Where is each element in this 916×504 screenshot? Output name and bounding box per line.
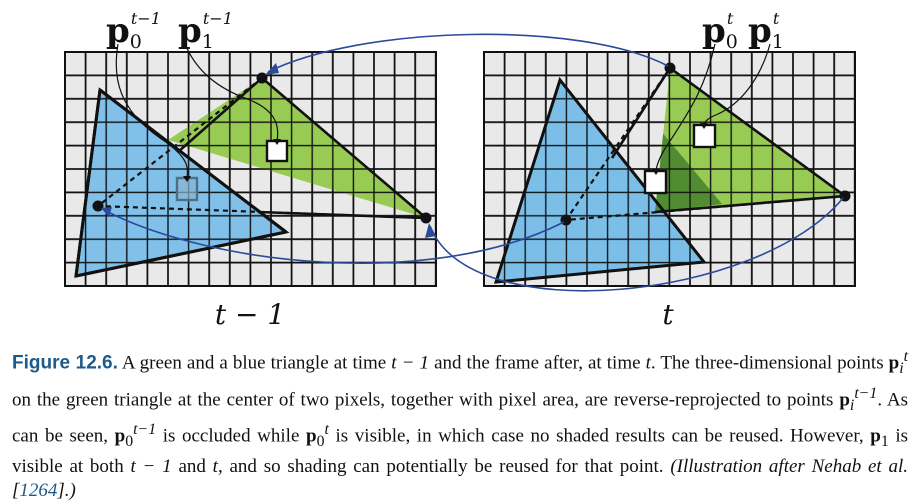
leader-p1-curr xyxy=(703,43,771,126)
grid-overlay-right-rect xyxy=(484,52,855,286)
label-p0-prev: p0 t−1 xyxy=(106,9,161,53)
pixel-area-p0-curr xyxy=(643,169,668,195)
caption-text-6: is occluded while xyxy=(162,425,300,447)
label-p1-curr-base: p xyxy=(748,11,772,51)
reprojection-arrows xyxy=(103,33,844,292)
pixel-area-p1-curr xyxy=(692,123,717,149)
leader-arrowheads xyxy=(183,123,708,182)
leader-p1-prev xyxy=(184,43,279,142)
caption-figure-label: Figure 12.6. xyxy=(12,352,118,374)
caption-text-8: is visible at both xyxy=(12,425,909,477)
caption-sup-t: t xyxy=(903,348,909,365)
arrow-top-vertices xyxy=(267,33,669,73)
label-p1-prev: p1 t−1 xyxy=(178,9,233,53)
arrow-heads xyxy=(101,63,436,238)
caption-math-9: t xyxy=(212,455,218,477)
caption-text-9: and xyxy=(178,455,206,477)
label-p0-curr-sup: t xyxy=(727,9,734,28)
leader-p0-prev xyxy=(115,43,189,179)
blue-triangle-right-edges xyxy=(493,76,707,284)
caption-text-1: A green and a blue triangle at time xyxy=(121,352,387,374)
arrow-left-vertices xyxy=(103,209,565,264)
caption-text-3: . The three-dimensional points xyxy=(650,352,884,374)
reprojection-figure: p0t−1 p1t−1 p0t p1t t − 1 t xyxy=(64,9,856,331)
vertex-left-right xyxy=(420,212,432,224)
frame-right xyxy=(483,51,856,287)
arrowhead-right xyxy=(425,223,436,238)
leader-p0-curr xyxy=(655,43,716,172)
label-p1-curr-sub: 1 xyxy=(772,31,784,53)
label-p0-curr: p0 t xyxy=(702,9,738,53)
vertex-left-top xyxy=(256,72,268,84)
label-p1-prev-sup: t−1 xyxy=(203,9,233,28)
blue-triangle-edge-bottom xyxy=(75,230,287,278)
caption-text-7: is visible, in which case no shaded resu… xyxy=(335,425,864,447)
grid-overlay-left-rect xyxy=(65,52,436,286)
caption-math-2: t xyxy=(645,352,651,374)
frame-left xyxy=(64,51,437,287)
caption-text-10: , and so shading can potentially be reus… xyxy=(217,455,664,477)
label-p0-prev-sup: t−1 xyxy=(131,9,161,28)
caption-p0-t: p xyxy=(306,425,317,447)
blue-triangle-edge-left xyxy=(74,89,102,277)
caption-sub-i: i xyxy=(899,360,904,378)
label-p1-prev-base: p xyxy=(178,11,202,51)
caption-p0-tm1: p xyxy=(114,425,126,447)
caption-p-i-t: p xyxy=(888,352,900,374)
label-p0-curr-sub: 0 xyxy=(726,31,738,53)
vertex-left-left xyxy=(92,200,104,212)
arrow-right-vertices xyxy=(429,197,844,292)
arrowhead-top xyxy=(265,63,279,75)
caption-text-4: on the green triangle at the center of t… xyxy=(12,388,834,410)
caption-math-8: t − 1 xyxy=(130,455,172,477)
figure-caption: Figure 12.6. A green and a blue triangle… xyxy=(12,348,909,502)
label-p0-curr-base: p xyxy=(702,11,726,51)
green-triangle-right-edges xyxy=(610,66,849,214)
caption-p1: p xyxy=(870,425,881,447)
caption-text-5: . As can be seen, xyxy=(12,388,908,447)
label-leaders xyxy=(115,43,771,179)
vertex-right-left xyxy=(560,214,572,226)
vertex-right-top xyxy=(664,62,676,74)
label-p0-prev-base: p xyxy=(106,11,130,51)
frame-label-right: t xyxy=(662,298,674,331)
caption-math-1: t − 1 xyxy=(391,352,429,374)
caption-text-2: and the frame after, at time xyxy=(434,352,641,374)
frame-label-left: t − 1 xyxy=(215,298,285,331)
label-p1-prev-sub: 1 xyxy=(202,31,214,53)
label-p1-curr: p1 t xyxy=(748,9,784,53)
label-p0-prev-sub: 0 xyxy=(130,31,142,53)
caption-p-i-tm1: p xyxy=(839,388,850,410)
citation-link[interactable]: 1264 xyxy=(19,480,58,502)
arrowhead-left xyxy=(101,207,112,217)
blue-triangle-edge-top xyxy=(99,88,287,234)
label-p1-curr-sup: t xyxy=(773,9,780,28)
